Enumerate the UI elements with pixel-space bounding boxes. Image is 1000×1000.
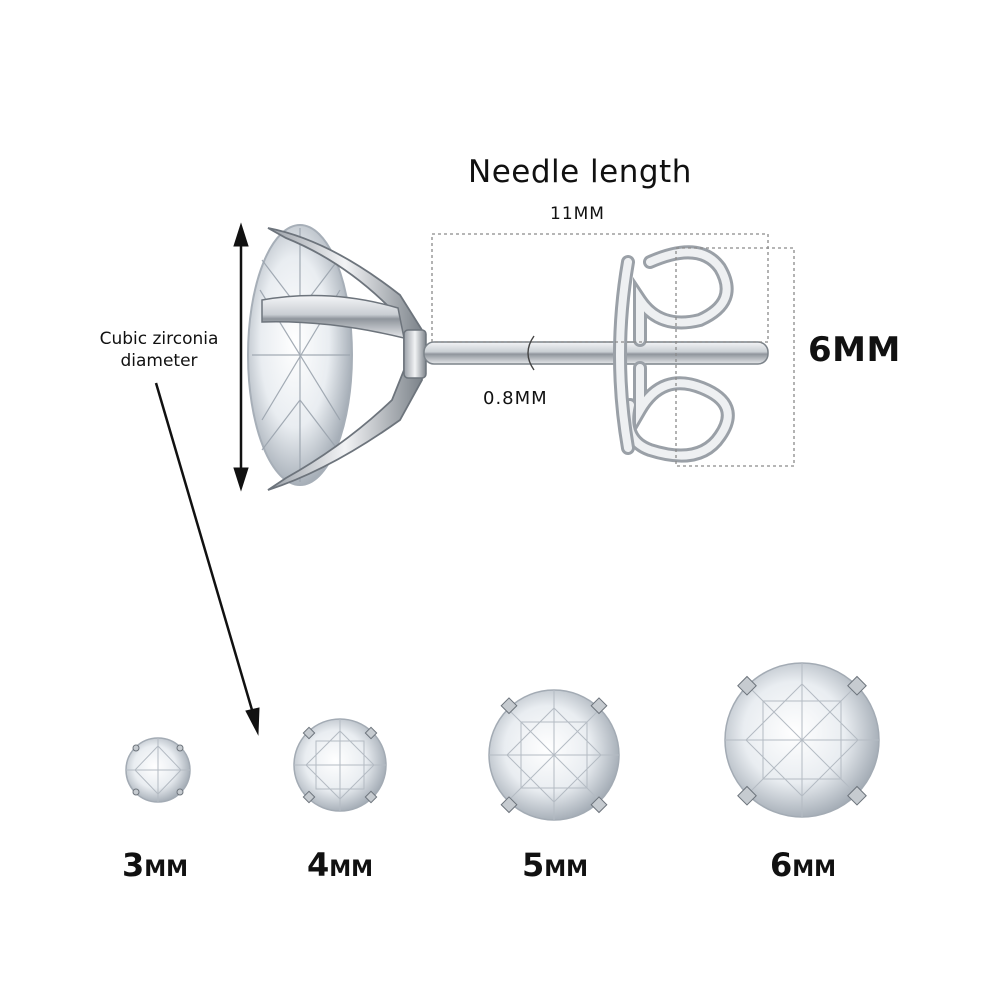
size-number: 4	[306, 846, 330, 884]
size-unit: MM	[329, 857, 374, 882]
pointer-arrow	[154, 382, 260, 736]
needle-thickness-value: 0.8MM	[483, 388, 548, 409]
needle-length-value: 11MM	[550, 204, 605, 224]
needle-length-dashed-box	[431, 233, 769, 343]
size-label-5mm: 5MM	[485, 846, 625, 884]
cz-label-line1: Cubic zirconia	[99, 329, 219, 349]
cubic-zirconia-label: Cubic zirconia diameter	[78, 328, 240, 372]
stone-3mm	[125, 737, 191, 803]
diameter-dimension-arrow	[233, 222, 249, 492]
size-number: 5	[521, 846, 545, 884]
size-label-3mm: 3MM	[85, 846, 225, 884]
size-unit: MM	[792, 857, 837, 882]
stone-6mm	[724, 662, 880, 818]
needle-post	[423, 341, 769, 365]
cz-label-line2: diameter	[120, 351, 198, 371]
size-label-4mm: 4MM	[270, 846, 410, 884]
size-number: 6	[769, 846, 793, 884]
post-height-value: 6MM	[808, 330, 901, 370]
size-unit: MM	[144, 857, 189, 882]
stone-5mm	[488, 689, 620, 821]
prong-setting	[261, 227, 427, 491]
stone-4mm	[293, 718, 387, 812]
size-label-6mm: 6MM	[733, 846, 873, 884]
butterfly-back	[613, 245, 735, 463]
size-number: 3	[121, 846, 145, 884]
thickness-marker	[527, 335, 535, 371]
size-unit: MM	[544, 857, 589, 882]
needle-length-title: Needle length	[468, 154, 692, 190]
